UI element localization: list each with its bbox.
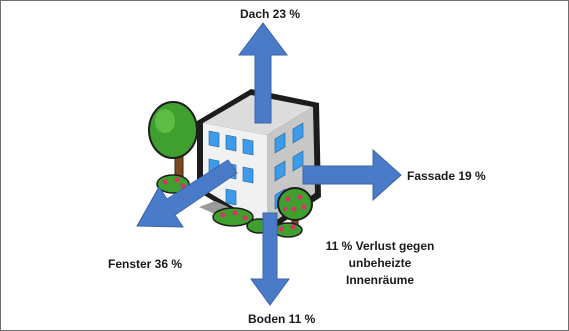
label-floor: Boden 11 % [248, 312, 316, 326]
note-line-2: unbeheizte [348, 256, 412, 270]
note-line-1: 11 % Verlust gegen [325, 239, 435, 253]
label-facade: Fassade 19 % [407, 169, 486, 183]
note-line-3: Innenräume [345, 273, 414, 287]
arrow-up-roof [238, 22, 288, 124]
arrow-right-facade [302, 148, 402, 202]
arrow-downleft-windows [136, 159, 238, 228]
note-unheated-rooms: 11 % Verlust gegen unbeheizte Innenräume [319, 238, 441, 289]
arrow-down-floor [250, 212, 290, 306]
tree-right-icon [277, 187, 313, 234]
label-windows: Fenster 36 % [108, 257, 183, 271]
tree-left-icon [148, 101, 198, 182]
label-roof: Dach 23 % [240, 7, 301, 21]
